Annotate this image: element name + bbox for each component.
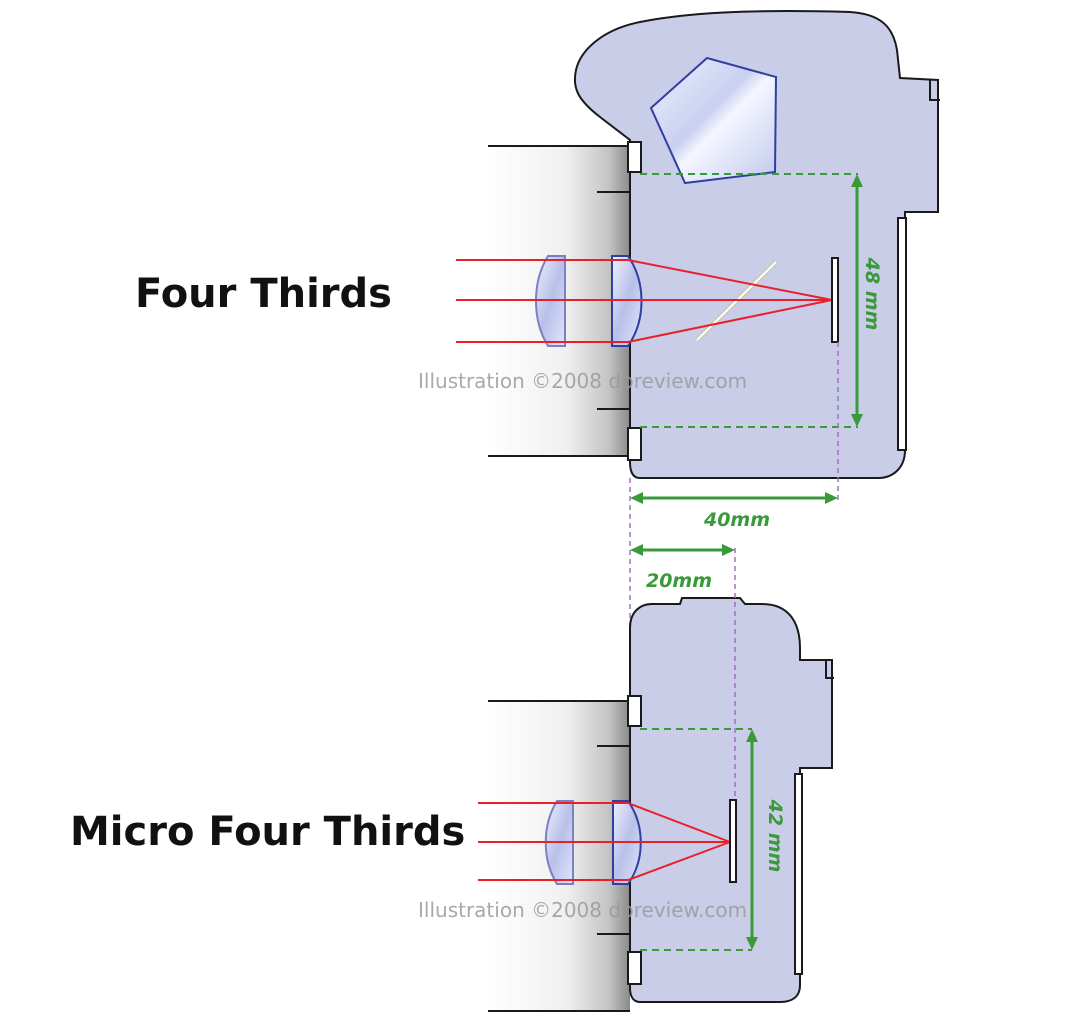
ft-light-rays bbox=[456, 259, 833, 343]
mft-sensor-height-guides bbox=[640, 728, 752, 951]
ft-rear-lcd bbox=[897, 217, 907, 451]
mft-heading: Micro Four Thirds bbox=[70, 809, 465, 855]
ft-pentaprism bbox=[649, 56, 778, 185]
mft-mount-flange-top bbox=[627, 695, 642, 727]
micro-four-thirds-system: 42 mm 20mm Micro Four Thirds Illustratio… bbox=[70, 544, 834, 1012]
ft-watermark: Illustration ©2008 dpreview.com bbox=[418, 369, 747, 393]
ft-mount-flange-bottom bbox=[627, 427, 642, 461]
mft-rear-lcd bbox=[794, 773, 803, 975]
four-thirds-system: 48 mm 40mm Four Thirds Illustration ©200… bbox=[135, 10, 940, 700]
ft-flange-distance-arrow bbox=[630, 492, 838, 504]
ft-flange-distance-label: 40mm bbox=[703, 509, 770, 531]
mft-mount-flange-bottom bbox=[627, 951, 642, 985]
mft-hotshoe-notch bbox=[825, 660, 834, 679]
mft-flange-distance-label: 20mm bbox=[646, 570, 712, 592]
ft-heading: Four Thirds bbox=[135, 271, 392, 317]
mft-sensor-height-arrow bbox=[746, 729, 758, 950]
ft-sensor-height-arrow bbox=[851, 174, 863, 427]
mft-sensor-height-label: 42 mm bbox=[764, 799, 786, 873]
ft-sensor-height-label: 48 mm bbox=[861, 257, 883, 331]
mft-light-rays bbox=[478, 802, 731, 881]
mft-image-sensor bbox=[729, 799, 737, 883]
mft-flange-distance-arrow bbox=[630, 544, 735, 556]
ft-hotshoe-notch bbox=[929, 80, 940, 101]
ft-image-sensor bbox=[831, 257, 839, 343]
ft-mount-flange-top bbox=[627, 141, 642, 173]
mft-watermark: Illustration ©2008 dpreview.com bbox=[418, 898, 747, 922]
ft-sensor-height-guides bbox=[640, 173, 858, 428]
